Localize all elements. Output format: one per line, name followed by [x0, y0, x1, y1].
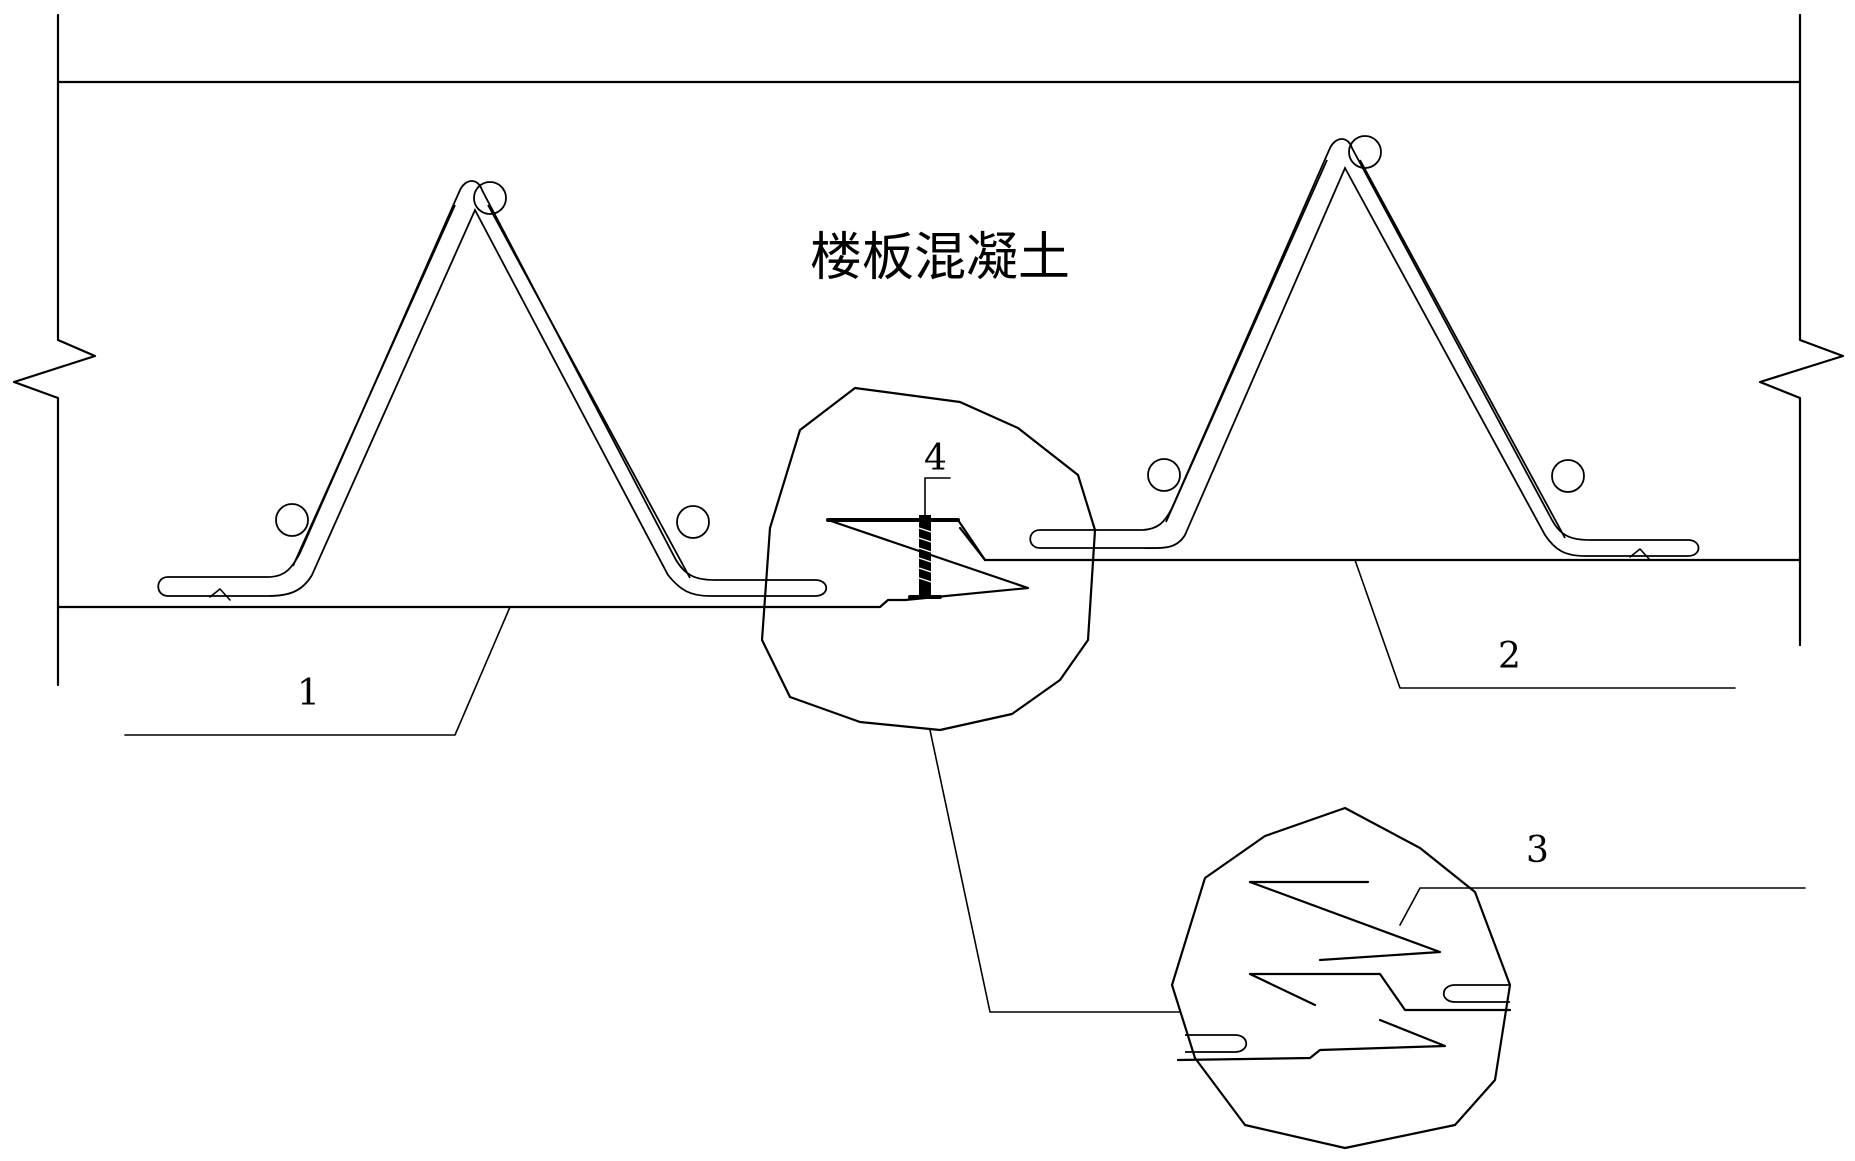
left-deck-panel: 1	[56, 180, 907, 736]
right-top-chord-rebar	[1348, 135, 1382, 169]
left-bottom-chord-rebar-a	[275, 503, 309, 537]
right-bottom-chord-rebar-a	[1147, 458, 1181, 492]
label-4: 4	[924, 438, 947, 479]
label-3: 3	[1526, 830, 1549, 871]
left-break-line	[12, 13, 97, 687]
fastener-screw	[919, 515, 931, 597]
leader-3	[1399, 887, 1806, 926]
label-1: 1	[297, 673, 320, 714]
joint-detail-circle: 4	[760, 386, 1181, 1013]
left-bottom-chord-rebar-b	[676, 505, 710, 539]
left-top-chord-rebar	[473, 181, 507, 215]
right-deck-panel: 2	[958, 135, 1802, 689]
leader-4	[924, 477, 951, 516]
enlarged-detail-circle: 3	[1170, 806, 1806, 1150]
detail-connector	[929, 729, 1181, 1013]
right-break-line	[1758, 13, 1845, 647]
right-bottom-chord-rebar-b	[1551, 459, 1585, 493]
left-truss-rebar	[157, 180, 828, 597]
right-truss-rebar	[1029, 138, 1700, 557]
label-2: 2	[1498, 636, 1521, 677]
slab-concrete-label: 楼板混凝土	[810, 228, 1070, 288]
leader-1	[124, 606, 511, 736]
slab-outline	[12, 13, 1845, 687]
leader-2	[1354, 559, 1736, 689]
